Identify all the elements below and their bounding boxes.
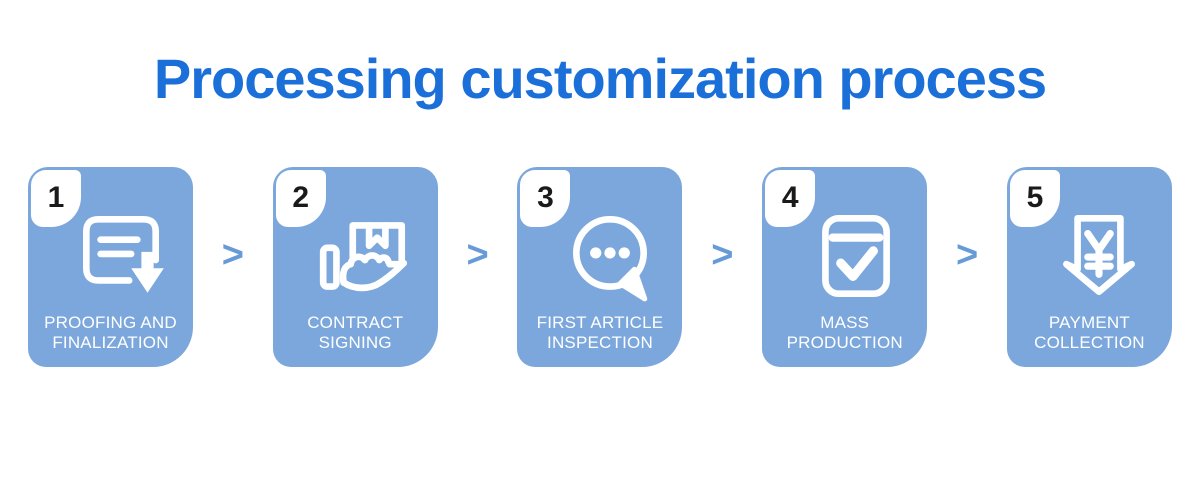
chevron-right-icon: >	[221, 233, 244, 276]
step-number: 3	[537, 181, 554, 215]
chevron-right-icon: >	[466, 233, 489, 276]
step-label: MASS PRODUCTION	[786, 312, 903, 352]
flow-arrow: >	[222, 167, 244, 367]
step-label: PAYMENT COLLECTION	[1034, 312, 1145, 352]
step-number: 5	[1026, 181, 1044, 215]
step-number-tab: 1	[31, 169, 81, 227]
step-card-production: 4 MASS PRODUCTION	[762, 166, 928, 367]
step-label: FIRST ARTICLE INSPECTION	[536, 312, 664, 352]
step-card-contract: 2 CONTRACT SIGNING	[272, 166, 438, 367]
box-checkmark-icon	[772, 205, 937, 307]
process-flow-row: 1 PROOFING AND FINALIZATION > 2	[0, 166, 1200, 367]
document-download-icon	[38, 205, 203, 307]
page-title: Processing customization process	[153, 47, 1047, 110]
step-number-tab: 4	[765, 169, 816, 227]
step-label: PROOFING AND FINALIZATION	[44, 312, 177, 352]
step-card-proofing: 1 PROOFING AND FINALIZATION	[28, 166, 193, 367]
step-number: 2	[292, 181, 310, 215]
step-label: CONTRACT SIGNING	[307, 312, 404, 352]
step-number-tab: 2	[275, 169, 326, 227]
step-card-inspection: 3 FIRST ARTICLE INSPECTION	[517, 166, 683, 367]
process-diagram-page: Processing customization process 1 PROOF…	[0, 47, 1200, 484]
chat-bubble-dots-icon	[527, 205, 692, 307]
chevron-right-icon: >	[711, 233, 734, 276]
chevron-right-icon: >	[955, 233, 979, 276]
step-card-payment: 5 PAYMENT COLLECTION	[1006, 166, 1172, 367]
yen-badge-icon	[1017, 205, 1182, 307]
flow-arrow: >	[711, 167, 733, 367]
flow-arrow: >	[467, 167, 489, 367]
flow-arrow: >	[956, 167, 978, 367]
hand-holding-box-icon	[283, 205, 448, 307]
step-number-tab: 5	[1009, 169, 1060, 227]
step-number: 4	[781, 181, 799, 215]
step-number: 1	[47, 181, 65, 215]
